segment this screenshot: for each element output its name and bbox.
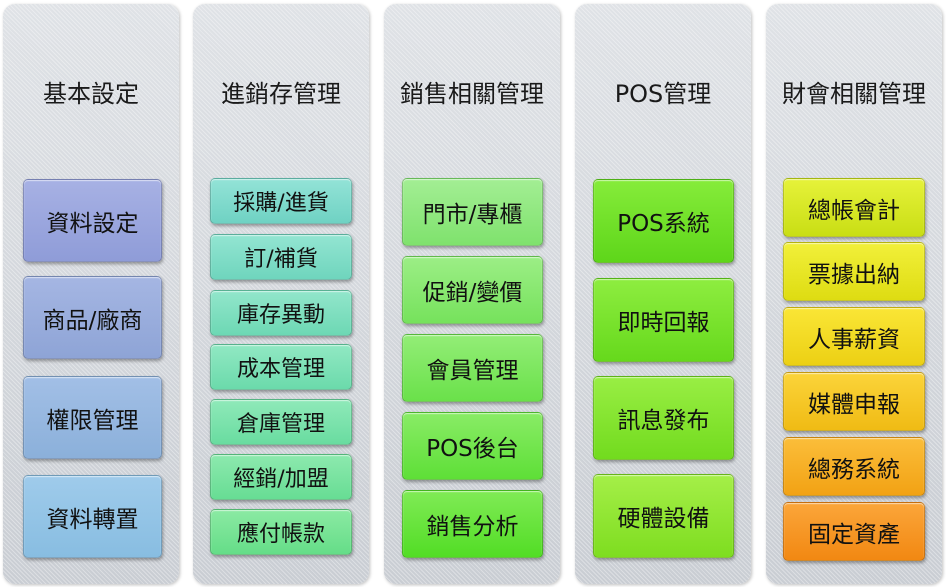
column-title: 進銷存管理 (221, 80, 341, 108)
box-item[interactable]: POS後台 (402, 412, 543, 480)
column-basic-settings: 基本設定 資料設定 商品/廠商 權限管理 資料轉置 (3, 4, 179, 584)
box-item[interactable]: 銷售分析 (402, 490, 543, 558)
column-inventory-management: 進銷存管理 採購/進貨 訂/補貨 庫存異動 成本管理 倉庫管理 經銷/加盟 應付… (193, 4, 369, 584)
box-item[interactable]: 應付帳款 (210, 509, 352, 555)
column-title: 銷售相關管理 (400, 80, 544, 108)
box-item[interactable]: 成本管理 (210, 344, 352, 390)
box-item[interactable]: 權限管理 (23, 376, 162, 459)
box-item[interactable]: 經銷/加盟 (210, 454, 352, 500)
box-item[interactable]: 人事薪資 (783, 307, 925, 366)
box-item[interactable]: 資料轉置 (23, 475, 162, 558)
box-item[interactable]: 訂/補貨 (210, 234, 352, 280)
box-item[interactable]: 會員管理 (402, 334, 543, 402)
box-item[interactable]: 庫存異動 (210, 290, 352, 336)
box-item[interactable]: 門市/專櫃 (402, 178, 543, 246)
box-item[interactable]: 硬體設備 (593, 474, 734, 558)
box-item[interactable]: 票據出納 (783, 242, 925, 301)
box-item[interactable]: 訊息發布 (593, 376, 734, 460)
column-finance-management: 財會相關管理 總帳會計 票據出納 人事薪資 媒體申報 總務系統 固定資產 (766, 4, 942, 584)
box-item[interactable]: 總帳會計 (783, 178, 925, 237)
box-item[interactable]: 促銷/變價 (402, 256, 543, 324)
box-item[interactable]: 即時回報 (593, 278, 734, 362)
box-item[interactable]: 資料設定 (23, 179, 162, 262)
box-item[interactable]: 總務系統 (783, 437, 925, 496)
box-item[interactable]: 倉庫管理 (210, 399, 352, 445)
box-item[interactable]: 固定資產 (783, 502, 925, 561)
column-title: 財會相關管理 (782, 80, 926, 108)
column-title: POS管理 (614, 80, 712, 108)
column-pos-management: POS管理 POS系統 即時回報 訊息發布 硬體設備 (575, 4, 751, 584)
box-item[interactable]: 商品/廠商 (23, 276, 162, 359)
column-title: 基本設定 (43, 80, 139, 108)
column-sales-management: 銷售相關管理 門市/專櫃 促銷/變價 會員管理 POS後台 銷售分析 (384, 4, 560, 584)
box-item[interactable]: 採購/進貨 (210, 178, 352, 224)
box-item[interactable]: 媒體申報 (783, 372, 925, 431)
box-item[interactable]: POS系統 (593, 179, 734, 263)
